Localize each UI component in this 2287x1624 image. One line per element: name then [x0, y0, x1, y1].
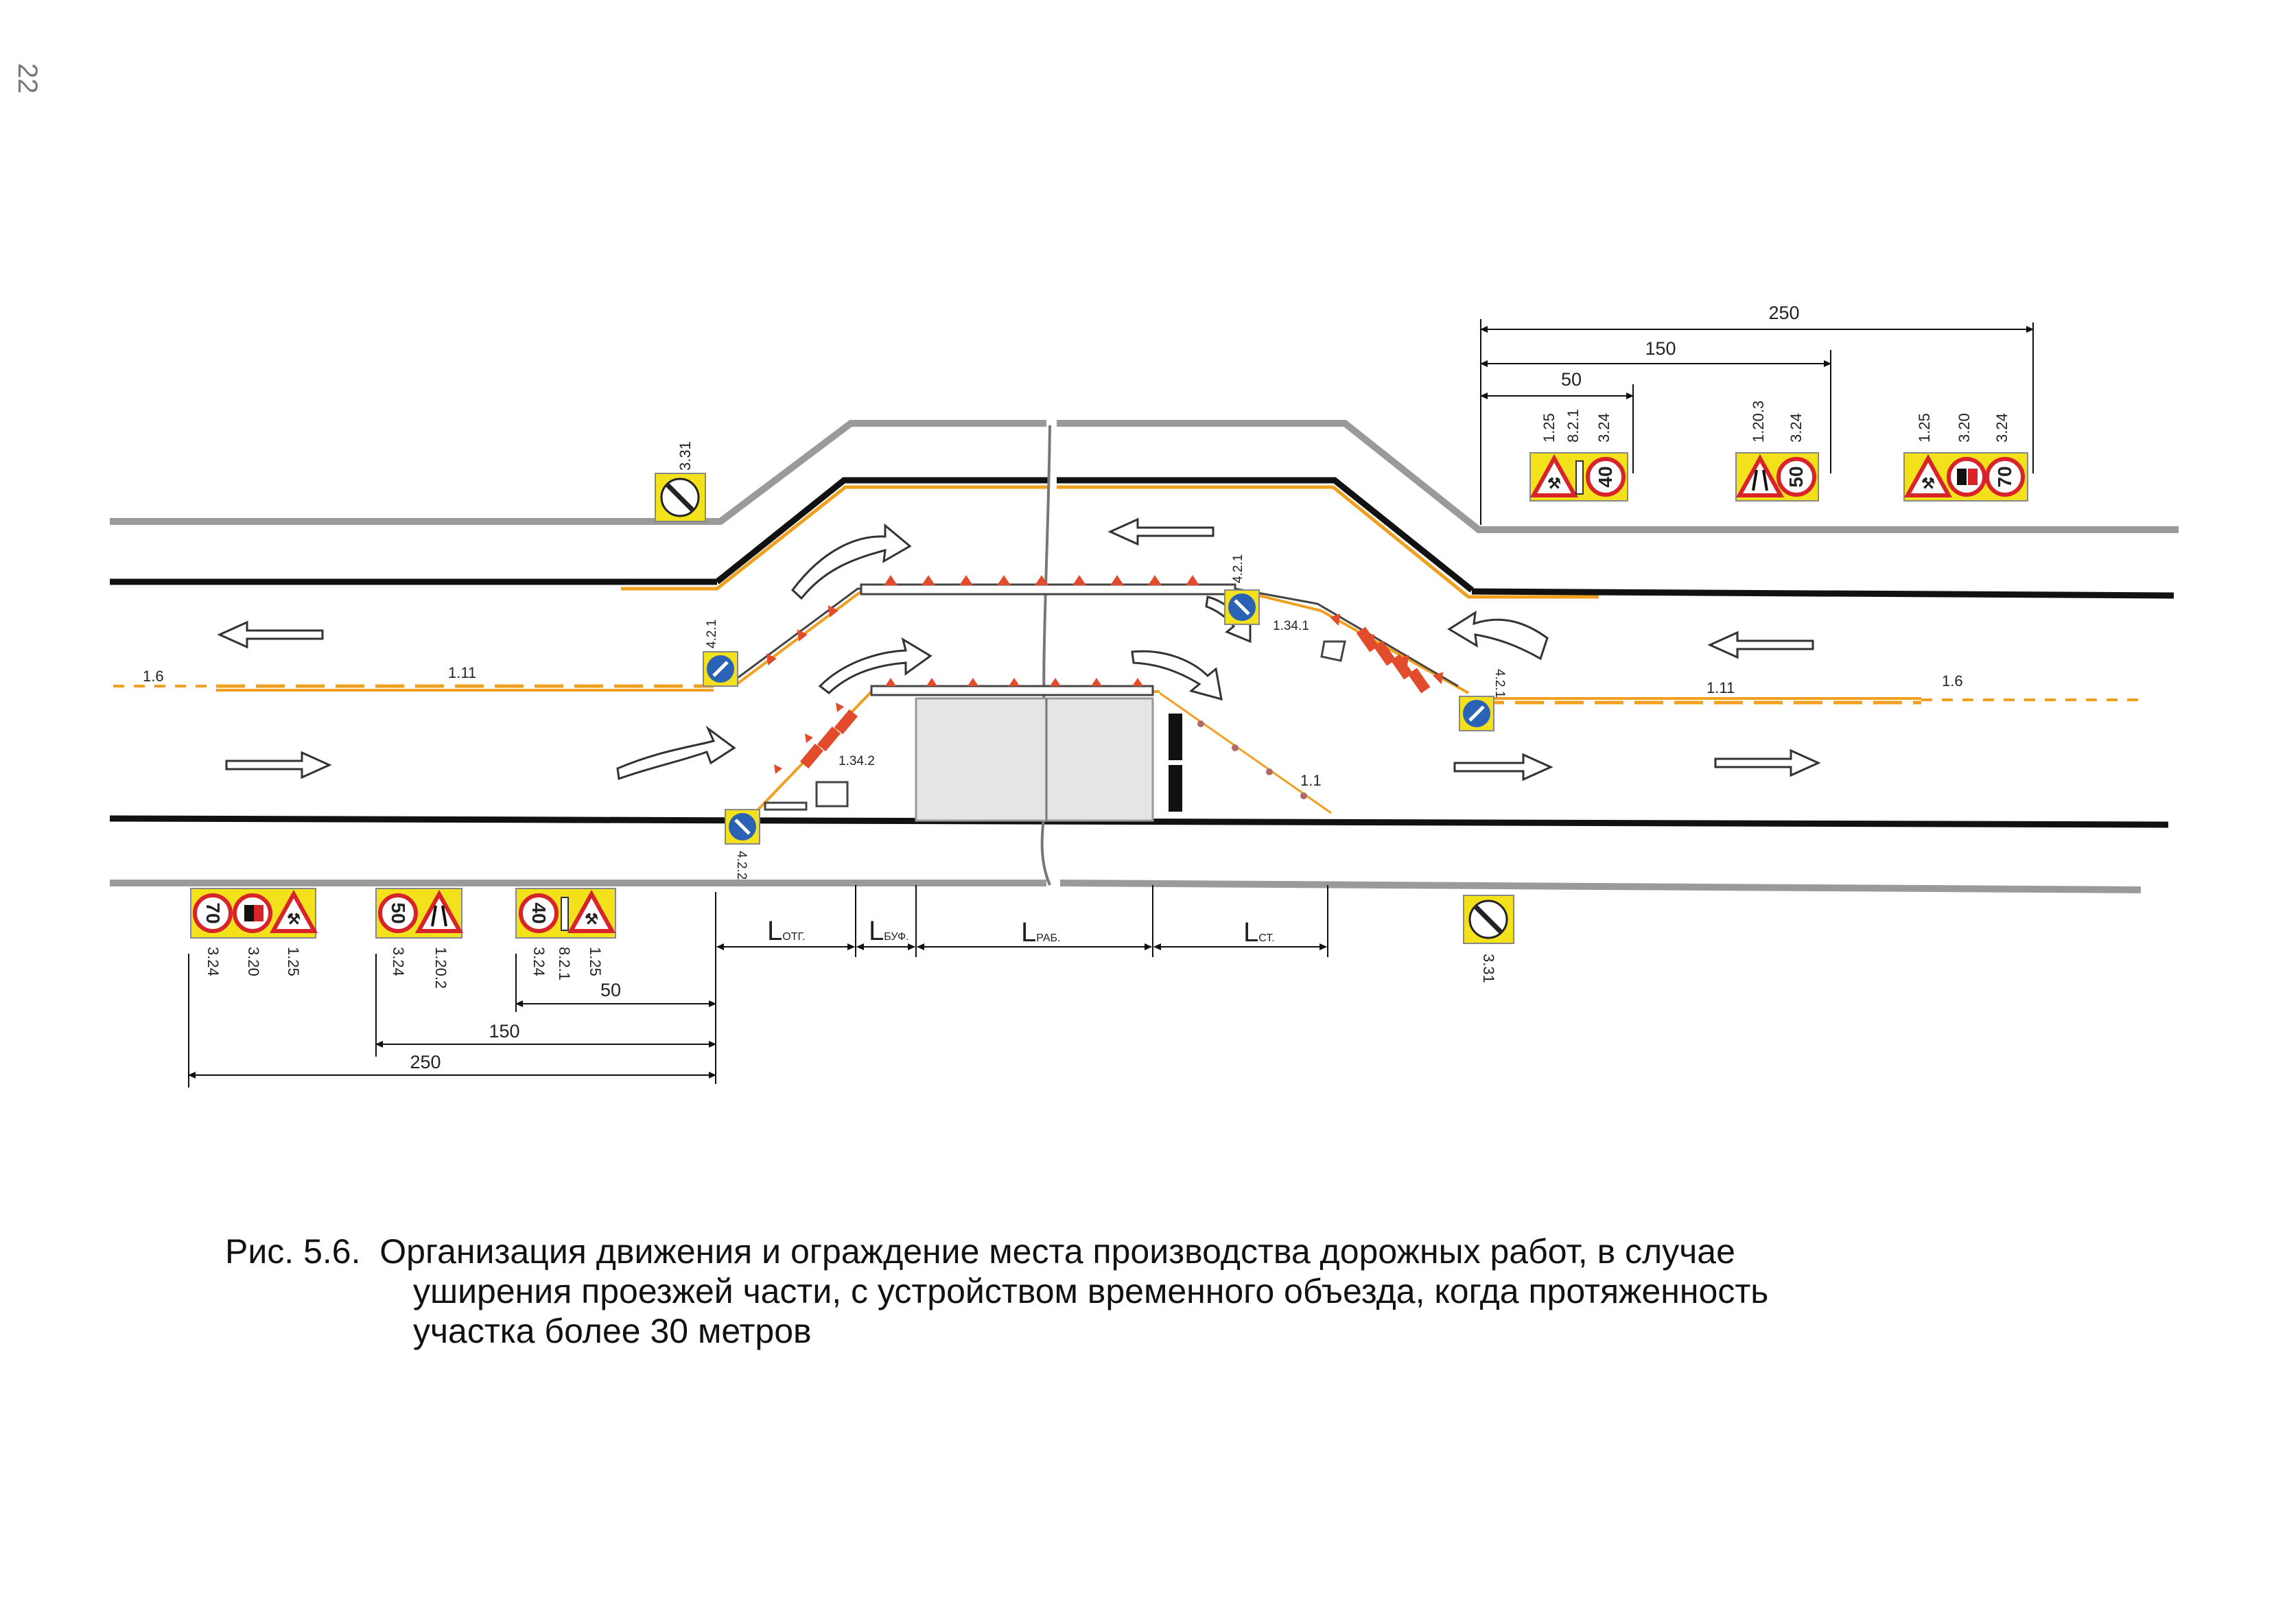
dim-top-250: 250 — [1768, 303, 1799, 323]
label-fence-1-34-1: 1.34.1 — [1273, 619, 1309, 633]
svg-text:50: 50 — [1785, 466, 1807, 487]
label-bottom1-c: 1.25 — [285, 947, 302, 976]
dim-zones — [716, 885, 1328, 957]
label-bottom2-a: 3.24 — [390, 947, 407, 976]
label-marking-1-1: 1.1 — [1300, 772, 1322, 789]
arrow-right-1 — [225, 751, 332, 779]
dim-bottom-150: 150 — [489, 1021, 519, 1042]
label-sign-4-2-1-a: 4.2.1 — [705, 620, 719, 648]
label-marking-1-11-right: 1.11 — [1707, 679, 1735, 696]
label-top3-c: 3.24 — [1993, 413, 2010, 443]
svg-text:⚒: ⚒ — [287, 910, 301, 928]
curved-arrow-4 — [1131, 650, 1223, 701]
curved-arrow-3 — [818, 637, 933, 694]
label-top2-a: 1.20.3 — [1750, 401, 1767, 443]
zone-otg: LОТГ. — [767, 916, 806, 946]
label-top2-b: 3.24 — [1787, 413, 1805, 443]
label-bottom3-c: 1.25 — [587, 947, 604, 976]
dim-top-50: 50 — [1561, 369, 1582, 390]
label-bottom3-a: 3.24 — [530, 947, 548, 976]
dim-top-150: 150 — [1645, 338, 1676, 359]
caption-line-3: участка более 30 метров — [413, 1312, 812, 1350]
road-edge-top-right — [1471, 588, 2174, 599]
barrier-shield-1 — [1169, 714, 1182, 760]
caption-line-2: уширения проезжей части, с устройством в… — [413, 1272, 1769, 1310]
svg-text:40: 40 — [528, 902, 550, 923]
label-sign-4-2-1-c: 4.2.1 — [1492, 669, 1507, 698]
zone-buf: LБУФ. — [869, 916, 909, 946]
arrow-right-3 — [1714, 749, 1821, 777]
label-top1-c: 3.24 — [1595, 413, 1612, 443]
label-bottom2-b: 1.20.2 — [432, 947, 449, 989]
svg-text:70: 70 — [1994, 466, 2015, 487]
label-sign-3-31-top: 3.31 — [677, 441, 694, 471]
sign-keep-left-a — [703, 651, 738, 687]
temporary-marking-top — [621, 485, 1599, 599]
label-top3-b: 3.20 — [1956, 413, 1973, 443]
svg-text:⚒: ⚒ — [585, 910, 598, 928]
figure-caption: Рис. 5.6. Организация движения и огражде… — [225, 1232, 2091, 1351]
svg-text:70: 70 — [202, 902, 224, 923]
dim-top — [1480, 319, 2034, 525]
label-bottom1-a: 3.24 — [204, 947, 222, 976]
sign-end-restrictions-bottom — [1463, 895, 1514, 944]
caption-prefix: Рис. 5.6. — [225, 1232, 361, 1271]
svg-text:⚒: ⚒ — [1547, 475, 1561, 492]
label-top1-b: 8.2.1 — [1564, 409, 1582, 443]
sign-end-restrictions-top — [655, 473, 706, 522]
road-edge-top-widened — [715, 477, 1474, 593]
label-marking-1-6-left: 1.6 — [143, 668, 164, 685]
dim-bottom-50: 50 — [600, 980, 621, 1000]
curved-arrow-6 — [1447, 611, 1549, 661]
sign-keep-right — [725, 809, 760, 845]
dim-bottom — [188, 892, 716, 1087]
arrow-right-2 — [1453, 753, 1553, 781]
label-sign-4-2-1-b: 4.2.1 — [1231, 554, 1245, 583]
sign-group-bottom-3: 40 ⚒ — [515, 888, 616, 939]
label-top1-a: 1.25 — [1540, 413, 1558, 443]
sign-group-top-1: ⚒ 40 — [1529, 452, 1628, 502]
label-sign-4-2-2: 4.2.2 — [734, 851, 749, 880]
sign-keep-left-b — [1224, 589, 1260, 625]
label-fence-1-34-2: 1.34.2 — [838, 754, 875, 768]
label-marking-1-6-right: 1.6 — [1942, 672, 1963, 690]
label-marking-1-11-left: 1.11 — [448, 664, 476, 681]
sign-group-top-2: 50 — [1735, 452, 1819, 502]
arrow-left-2 — [1107, 517, 1215, 546]
label-bottom1-b: 3.20 — [245, 947, 262, 976]
cones — [1197, 720, 1307, 799]
sign-group-bottom-2: 50 — [375, 888, 464, 939]
zone-st: LСТ. — [1243, 917, 1275, 948]
dim-bottom-250: 250 — [410, 1052, 441, 1072]
svg-text:40: 40 — [1595, 466, 1616, 487]
verge-top — [110, 420, 2179, 533]
curved-arrow-1 — [616, 725, 736, 781]
arrow-left-3 — [1707, 631, 1814, 659]
fence-lower — [753, 678, 1160, 814]
label-top3-a: 1.25 — [1916, 413, 1933, 443]
zone-rab: LРАБ. — [1021, 917, 1060, 948]
sign-keep-left-c — [1459, 696, 1494, 731]
work-zone-area — [915, 697, 1154, 822]
label-sign-3-31-bottom: 3.31 — [1480, 954, 1497, 983]
barrier-shield-2 — [1169, 765, 1182, 812]
traffic-arrows — [217, 517, 1821, 781]
curved-arrow-2 — [790, 523, 912, 600]
sign-group-bottom-1: 70 ⚒ — [190, 888, 318, 939]
sign-group-top-3: ⚒ 70 — [1903, 452, 2028, 502]
label-bottom3-b: 8.2.1 — [556, 947, 573, 980]
caption-line-1: Организация движения и ограждение места … — [379, 1232, 1735, 1271]
svg-text:⚒: ⚒ — [1921, 475, 1935, 492]
arrow-left-1 — [217, 620, 324, 649]
verge-bottom — [110, 880, 2142, 893]
svg-text:50: 50 — [388, 902, 409, 923]
